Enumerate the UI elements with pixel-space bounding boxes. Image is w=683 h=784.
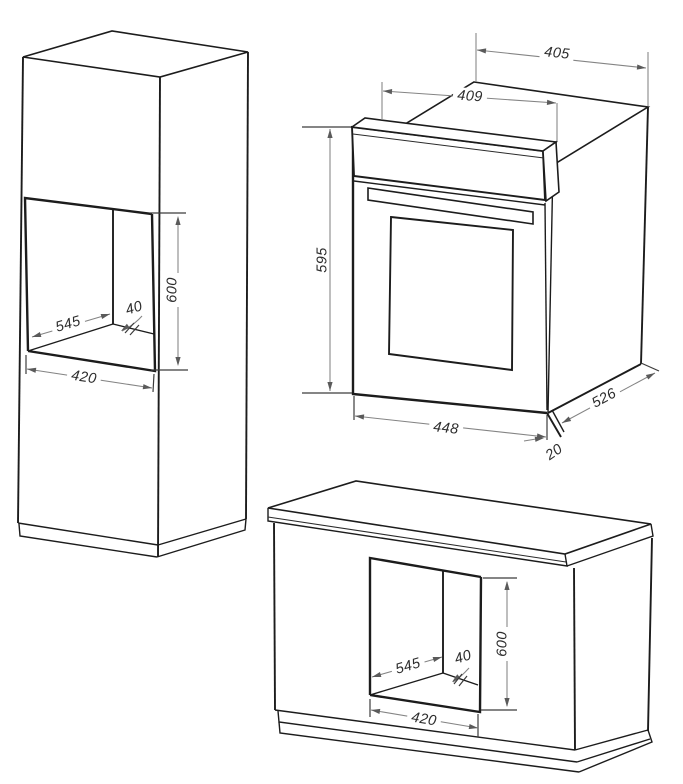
oven-right-bottom-edge	[547, 363, 642, 414]
oven-door-handle	[367, 187, 534, 225]
base-niche-floor-back-edge	[442, 672, 479, 686]
base-niche-opening-top-left	[368, 556, 482, 695]
oven-view: 405 409 595	[302, 33, 660, 465]
base-plinth-right-top	[576, 738, 651, 763]
base-dim-width-label: 420	[410, 710, 438, 730]
tall-dim-depth: 545	[31, 311, 111, 338]
base-dim-rear-gap-label: 40	[453, 647, 474, 667]
oven-back-right-edge	[640, 106, 649, 365]
tall-dim-depth-label: 545	[54, 313, 83, 336]
base-dim-width: 420	[369, 699, 479, 737]
oven-door-edge-sliver	[546, 412, 562, 438]
tall-niche-floor-left-edge	[27, 323, 114, 352]
base-niche-floor-left-edge	[369, 672, 444, 696]
base-body-bottom-edge	[274, 709, 576, 751]
oven-dim-depth: 526	[561, 362, 660, 424]
tall-cabinet-right-bottom-edge	[157, 518, 247, 546]
base-dim-height-label: 600	[495, 631, 511, 656]
oven-dim-upper-width: 409	[381, 82, 558, 141]
oven-control-panel-side	[542, 140, 560, 203]
base-right-bottom-edge	[574, 729, 649, 751]
tall-niche-floor-back-edge	[112, 323, 155, 335]
oven-door-edge-sliver-inner	[551, 409, 565, 433]
tall-cabinet-plinth-right	[156, 518, 247, 558]
tall-dim-rear-gap-label: 40	[124, 298, 145, 318]
base-worktop-front-inner-line	[267, 516, 567, 563]
tall-dim-rear-gap: 40	[120, 296, 148, 336]
oven-dim-front-width: 448	[353, 396, 548, 440]
oven-dim-405-label: 405	[543, 44, 570, 63]
oven-door-right-edge	[544, 202, 548, 411]
oven-dim-door-clearance: 20	[523, 436, 568, 465]
base-worktop-right-band	[566, 523, 654, 567]
oven-door-window	[388, 215, 514, 372]
oven-door-top-gap-line	[353, 180, 546, 206]
tall-dim-height-label: 600	[165, 277, 181, 302]
base-dim-height: 600	[481, 577, 517, 711]
tall-cabinet-plinth-front	[18, 523, 158, 558]
tall-dim-width: 420	[25, 355, 155, 393]
oven-dim-top-width: 405	[475, 33, 649, 106]
base-niche-opening-bottom-right	[369, 576, 483, 714]
base-dim-rear-gap: 40	[449, 645, 477, 687]
base-worktop-top-face	[267, 480, 652, 555]
base-front-left-edge	[273, 522, 276, 711]
tall-dim-width-label: 420	[70, 368, 98, 388]
tall-cabinet-left-edge	[17, 56, 24, 524]
oven-dim-595-label: 595	[315, 247, 331, 273]
tall-cabinet-view: 545 40 600	[17, 30, 249, 558]
tall-niche-opening-bottom-right	[27, 213, 157, 373]
tall-dim-height: 600	[150, 212, 188, 371]
oven-front-right-corner	[547, 164, 554, 414]
base-back-right-edge	[647, 537, 653, 732]
tall-niche-opening-top-left	[23, 196, 153, 352]
tall-cabinet-front-corner-edge	[157, 76, 161, 558]
oven-control-panel-bevel	[352, 133, 545, 159]
oven-dim-height: 595	[302, 126, 352, 394]
base-dim-depth: 545	[371, 653, 443, 678]
base-cabinet-view: 545 40 600	[267, 480, 654, 773]
base-plinth-right-bottom	[578, 729, 653, 773]
base-worktop-front-band	[267, 508, 568, 567]
base-plinth-bottom-line	[278, 721, 580, 773]
tall-cabinet-top-face	[22, 30, 249, 78]
oven-dim-409-label: 409	[457, 88, 483, 106]
oven-dim-448-label: 448	[432, 419, 459, 438]
base-front-right-edge	[573, 567, 576, 751]
oven-front-outline	[351, 127, 548, 415]
tall-cabinet-body-bottom-edge	[17, 522, 159, 546]
base-dim-depth-label: 545	[394, 655, 423, 678]
tall-cabinet-right-edge	[245, 51, 249, 520]
